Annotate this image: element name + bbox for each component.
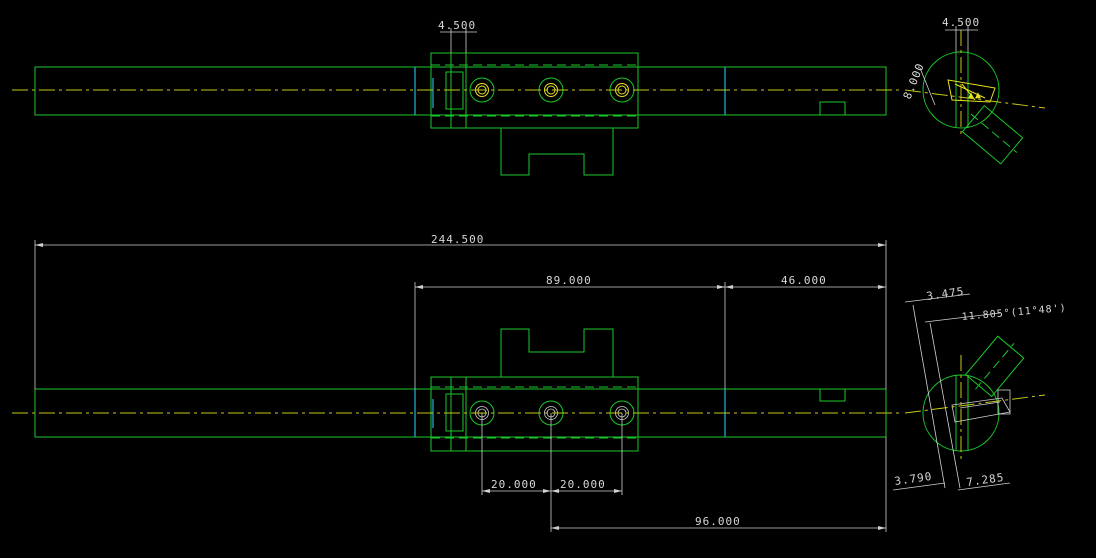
insert-marker: ▲▲ xyxy=(968,90,982,101)
insert-line xyxy=(959,401,1001,409)
dimension-line xyxy=(912,304,946,489)
side-dim-angle: 11.805°(11°48') xyxy=(961,303,1067,323)
dimension-arrow xyxy=(551,526,559,530)
top-view: 4.500 xyxy=(12,19,900,176)
front-bracket-outline xyxy=(500,328,614,377)
dimension-arrow xyxy=(415,285,423,289)
dimension-arrow xyxy=(878,526,886,530)
dimension-line xyxy=(919,67,936,106)
bottom-side-view: 3.475 11.805°(11°48') 3.790 7.285 xyxy=(892,285,1067,491)
front-block-outline xyxy=(430,376,639,452)
dimension-line xyxy=(924,312,1001,323)
side-center-line xyxy=(904,89,1046,109)
side-dim-top: 3.475 xyxy=(926,285,966,303)
dim-hole-to-end: 96.000 xyxy=(695,515,741,528)
side-center-line xyxy=(904,394,1046,414)
side-dim-bottom-right: 7.285 xyxy=(966,471,1006,489)
dimension-line xyxy=(957,482,1011,491)
top-side-view: ▲▲ 4.500 8.000 xyxy=(901,16,1046,165)
dimension-line xyxy=(929,322,961,489)
dim-right-length: 46.000 xyxy=(781,274,827,287)
top-bar-outline xyxy=(34,66,887,116)
side-block-hidden xyxy=(970,113,1018,153)
dim-hole-pitch-2: 20.000 xyxy=(560,478,606,491)
dimension-arrow xyxy=(543,489,551,493)
top-notch xyxy=(819,101,846,115)
insert-tip xyxy=(997,389,1011,415)
insert-line xyxy=(954,83,986,99)
dimension-arrow xyxy=(482,489,490,493)
dimension-arrow xyxy=(878,243,886,247)
side-dim-width: 4.500 xyxy=(942,16,980,29)
dimension-arrow xyxy=(725,285,733,289)
side-block-hidden xyxy=(975,343,1015,390)
dimension-arrow xyxy=(35,243,43,247)
dim-overall-length: 244.500 xyxy=(431,233,484,246)
front-notch xyxy=(819,389,846,402)
insert-outline xyxy=(947,79,996,103)
insert-line xyxy=(961,83,976,101)
front-view: 244.500 89.000 46.000 20.000 20.000 96.0… xyxy=(12,233,900,532)
dimension-line xyxy=(904,293,971,303)
dimension-arrow xyxy=(717,285,725,289)
dimension-arrow xyxy=(614,489,622,493)
dim-hole-pitch-1: 20.000 xyxy=(491,478,537,491)
top-bracket-outline xyxy=(500,128,614,176)
dimension-arrow xyxy=(878,285,886,289)
side-dim-bottom-left: 3.790 xyxy=(894,470,934,488)
dim-slot-width: 4.500 xyxy=(438,19,476,32)
dim-mid-length: 89.000 xyxy=(546,274,592,287)
side-block xyxy=(961,104,1024,165)
dimension-arrow xyxy=(551,489,559,493)
dimension-line xyxy=(892,482,946,491)
